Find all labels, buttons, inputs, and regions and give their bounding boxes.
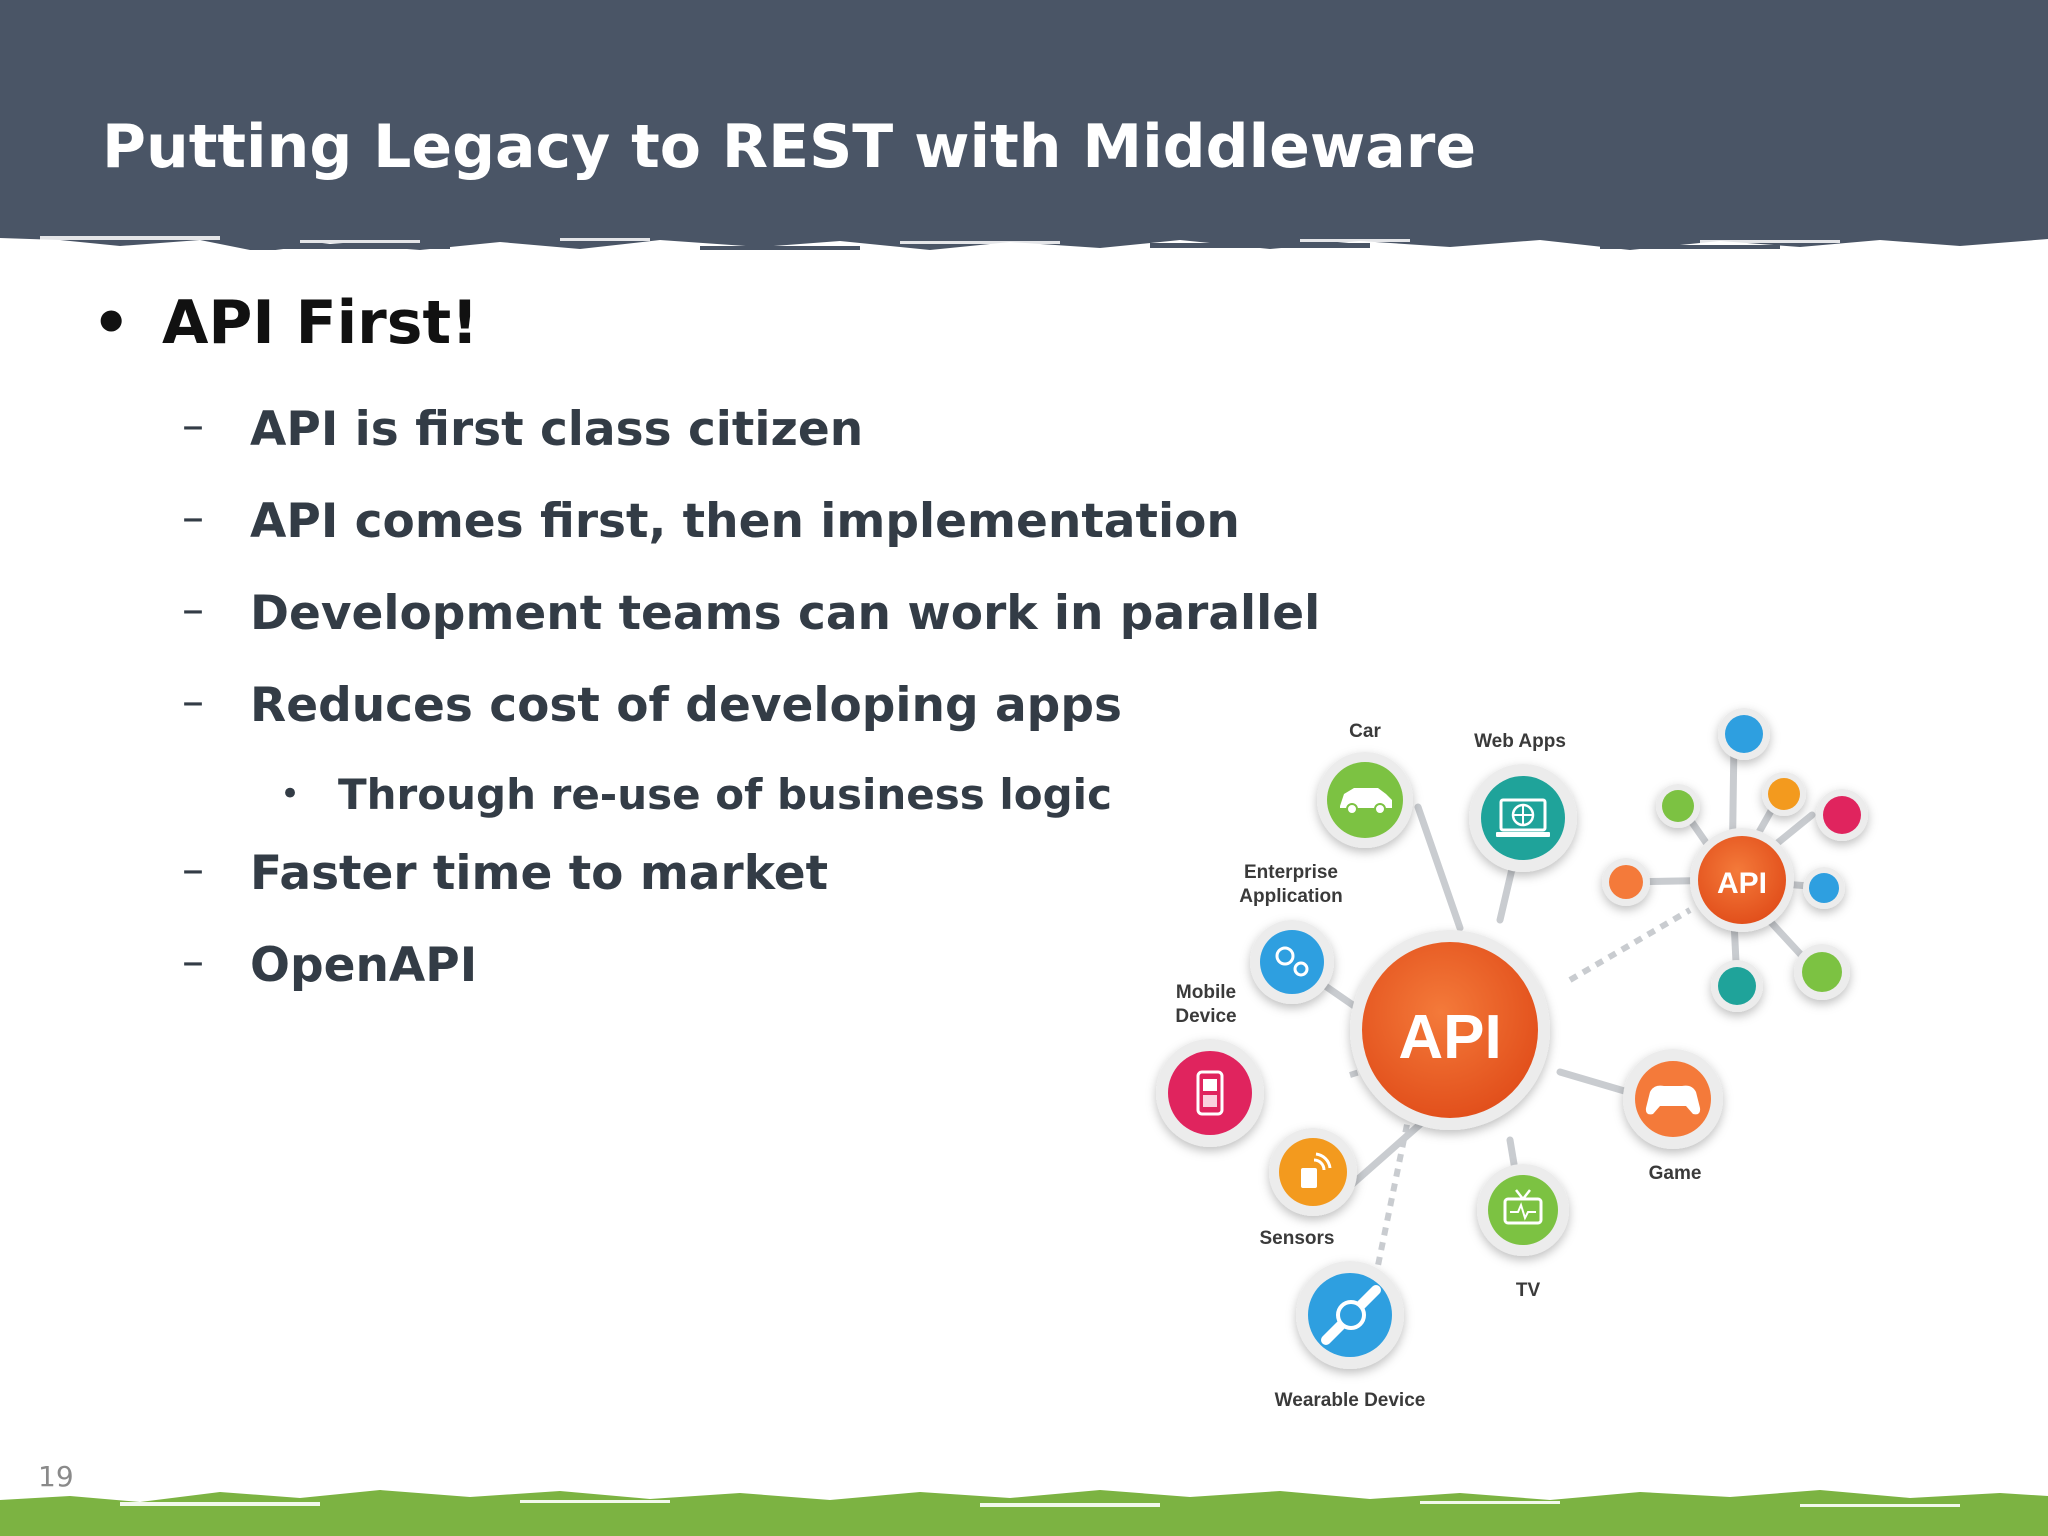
game-node [1623, 1049, 1723, 1149]
header-band [0, 0, 2048, 250]
gears-icon [1275, 946, 1309, 977]
mobile-node [1156, 1039, 1264, 1147]
globe-laptop-icon [1496, 798, 1550, 837]
sub-bullet-text: API comes first, then implementation [250, 494, 1240, 549]
enterprise-label-1: Enterprise [1244, 862, 1338, 883]
mobile-label-2: Device [1175, 1006, 1236, 1027]
dash-marker: – [182, 492, 204, 543]
nested-bullet-text: Through re-use of business logic [338, 770, 1112, 819]
mobile-phone-icon [1196, 1070, 1224, 1116]
sub-bullet-text: API is first class citizen [250, 402, 864, 457]
api-ecosystem-diagram: API API Car [1156, 708, 1868, 1411]
dash-marker: – [182, 584, 204, 635]
slide-number: 19 [38, 1460, 74, 1493]
sensors-label: Sensors [1260, 1228, 1335, 1249]
api-hub-label: API [1398, 1003, 1501, 1072]
game-label: Game [1649, 1163, 1702, 1184]
car-icon [1340, 788, 1392, 815]
sub-bullet-text: Development teams can work in parallel [250, 586, 1321, 641]
car-label: Car [1349, 721, 1381, 742]
watch-icon [1321, 1285, 1381, 1345]
web-apps-node [1469, 764, 1577, 872]
tv-node [1477, 1164, 1569, 1256]
main-bullet-text: API First! [162, 288, 479, 358]
mobile-label-1: Mobile [1176, 982, 1236, 1003]
sub-bullet-text: Faster time to market [250, 846, 829, 901]
sensor-icon [1301, 1152, 1332, 1188]
dash-marker: – [182, 676, 204, 727]
tv-icon [1503, 1189, 1543, 1225]
wearable-node [1296, 1261, 1404, 1369]
dash-marker: – [182, 400, 204, 451]
slide-title: Putting Legacy to REST with Middleware [102, 112, 1477, 182]
small-hub-label: API [1717, 867, 1767, 900]
enterprise-node [1250, 920, 1334, 1004]
sensors-node [1269, 1128, 1357, 1216]
dash-marker: – [182, 844, 204, 895]
enterprise-label-2: Application [1239, 886, 1342, 907]
wearable-label: Wearable Device [1275, 1390, 1426, 1411]
small-satellites [1602, 708, 1868, 1012]
tv-label: TV [1516, 1280, 1541, 1301]
bullet-dot: • [92, 288, 131, 358]
footer-band [0, 1490, 2048, 1536]
car-node [1317, 752, 1413, 848]
dash-marker: – [182, 936, 204, 987]
sub-bullet-text: OpenAPI [250, 938, 478, 993]
sub-bullet-text: Reduces cost of developing apps [250, 678, 1122, 733]
gamepad-icon [1645, 1085, 1701, 1115]
web-apps-label: Web Apps [1474, 731, 1566, 752]
small-api-hub: API [1690, 828, 1794, 932]
api-hub: API [1350, 930, 1550, 1130]
bullet-dot: • [280, 774, 301, 814]
